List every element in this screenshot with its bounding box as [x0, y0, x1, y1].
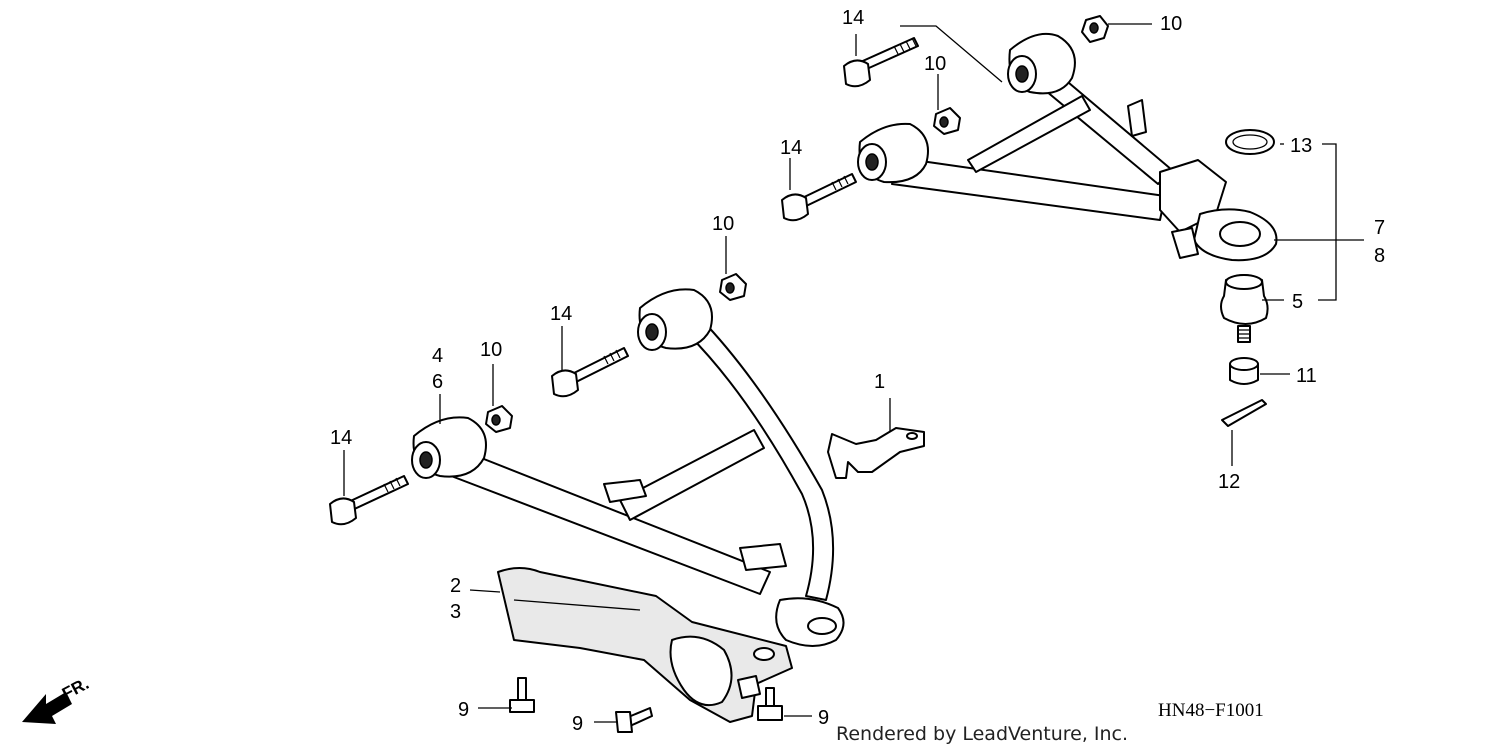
- callout-5: 5: [1292, 291, 1303, 313]
- flange-bolt-center: [615, 707, 653, 733]
- callout-14-upper-front: 14: [780, 137, 802, 159]
- callout-13: 13: [1290, 135, 1312, 157]
- bolt-lower-front: [329, 475, 409, 526]
- callout-4: 4: [432, 345, 443, 367]
- front-direction-arrow: FR.: [22, 674, 92, 724]
- nut-upper-rear: [1081, 15, 1109, 43]
- flange-bolt-right: [757, 687, 783, 721]
- bolt-upper-front: [781, 173, 857, 222]
- callout-12: 12: [1218, 471, 1240, 493]
- callout-8: 8: [1374, 245, 1385, 267]
- lower-arm: [411, 288, 845, 647]
- callout-11: 11: [1296, 365, 1317, 387]
- nut-lower-front: [485, 405, 513, 433]
- callout-14-lower-front: 14: [330, 427, 352, 449]
- callout-9-right: 9: [818, 707, 829, 729]
- callout-10-lower-rear: 10: [712, 213, 734, 235]
- flange-bolt-left: [509, 677, 535, 713]
- watermark: Rendered by LeadVenture, Inc.: [836, 723, 1128, 745]
- bracket: [827, 427, 925, 479]
- callout-9-center: 9: [572, 713, 583, 735]
- circlip: [1225, 129, 1275, 155]
- callout-9-left: 9: [458, 699, 469, 721]
- ball-joint: [1220, 274, 1269, 343]
- callout-numbers: 1 2 3 4 5 6 7 8 9 9 9 10 10 10 10 11 12 …: [330, 7, 1385, 735]
- diagram-code: HN48−F1001: [1158, 700, 1264, 721]
- callout-10-upper-rear: 10: [1160, 13, 1182, 35]
- callout-6: 6: [432, 371, 443, 393]
- callout-10-lower-front: 10: [480, 339, 502, 361]
- bolt-upper-rear: [843, 37, 919, 88]
- upper-arm: [857, 32, 1278, 262]
- callout-2: 2: [450, 575, 461, 597]
- leader-lines: [343, 23, 1364, 723]
- callout-14-upper-rear: 14: [842, 7, 864, 29]
- callout-7: 7: [1374, 217, 1385, 239]
- callout-3: 3: [450, 601, 461, 623]
- bolt-lower-rear: [551, 347, 629, 398]
- nut-upper-front: [933, 107, 961, 135]
- cotter-pin: [1221, 399, 1267, 427]
- callout-10-upper-front: 10: [924, 53, 946, 75]
- callout-1: 1: [874, 371, 885, 393]
- callout-14-lower-rear: 14: [550, 303, 572, 325]
- castle-nut: [1229, 357, 1259, 385]
- skid-plate: [497, 567, 793, 723]
- nut-lower-rear: [719, 273, 747, 301]
